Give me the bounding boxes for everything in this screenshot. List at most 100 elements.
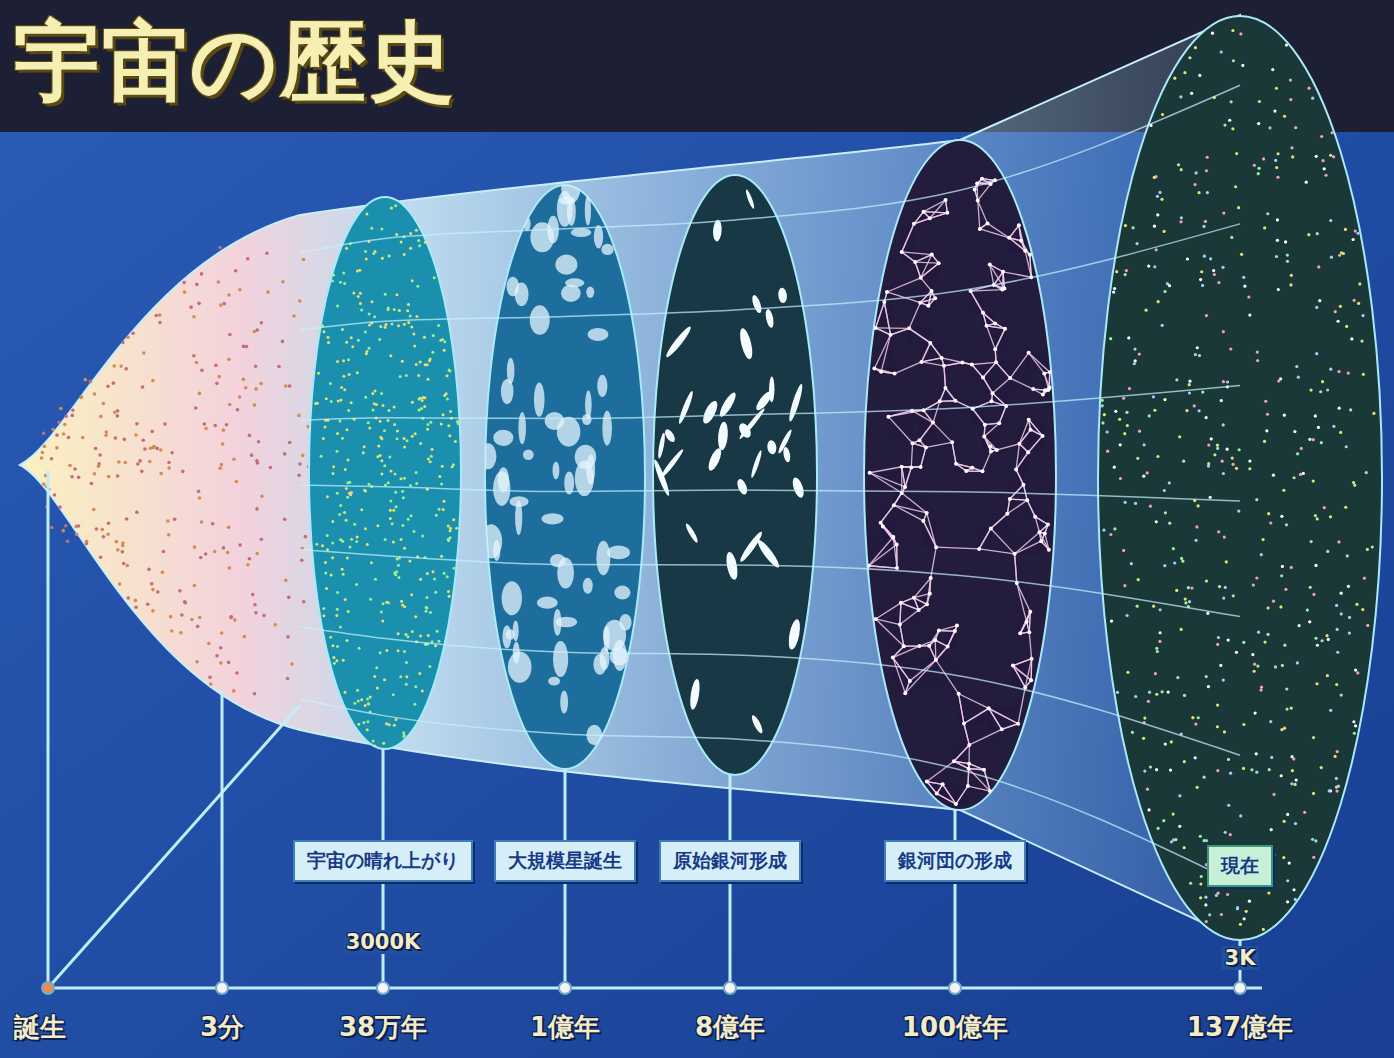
- photon-dot: [365, 350, 368, 353]
- protogalaxy: [657, 432, 666, 459]
- galaxy-dot: [1134, 359, 1137, 362]
- photon-dot: [342, 659, 345, 662]
- photon-dot: [368, 347, 371, 350]
- early-particles: [40, 246, 311, 696]
- particle: [99, 555, 103, 559]
- galaxy-dot: [1114, 410, 1117, 413]
- photon-dot: [405, 661, 408, 664]
- photon-dot: [350, 401, 353, 404]
- galaxy-dot: [1135, 242, 1138, 245]
- filament: [904, 645, 920, 646]
- filament: [983, 377, 993, 393]
- galaxy-dot: [1348, 632, 1351, 635]
- photon-dot: [366, 543, 369, 546]
- galaxy-dot: [1285, 707, 1288, 710]
- photon-dot: [401, 524, 404, 527]
- star-blob: [513, 620, 519, 641]
- particle: [265, 251, 269, 255]
- particle: [260, 494, 264, 498]
- particle: [228, 403, 232, 407]
- photon-dot: [364, 250, 367, 253]
- particle: [178, 589, 182, 593]
- particle: [198, 616, 202, 620]
- photon-dot: [421, 399, 424, 402]
- galaxy-dot: [1319, 390, 1322, 393]
- particle: [243, 635, 247, 639]
- filament: [927, 513, 936, 547]
- cluster-knot: [995, 448, 999, 452]
- photon-dot: [373, 744, 376, 747]
- photon-dot: [345, 487, 348, 490]
- galaxy-dot: [1255, 752, 1258, 755]
- filament: [982, 452, 990, 472]
- galaxy-dot: [1224, 586, 1227, 589]
- galaxy-dot: [1178, 794, 1181, 797]
- particle: [136, 462, 140, 466]
- photon-dot: [408, 559, 411, 562]
- cluster-knot: [943, 386, 947, 390]
- galaxy-dot: [1201, 390, 1204, 393]
- galaxy-dot: [1222, 380, 1225, 383]
- photon-dot: [357, 723, 360, 726]
- filament: [983, 362, 996, 377]
- protogalaxy: [769, 376, 775, 402]
- photon-dot: [351, 345, 354, 348]
- galaxy-dot: [1168, 522, 1171, 525]
- cluster-knot: [1017, 442, 1021, 446]
- particle: [106, 532, 110, 536]
- galaxy-dot: [1239, 814, 1242, 817]
- particle: [244, 386, 248, 390]
- filament: [996, 362, 1010, 378]
- photon-dot: [331, 556, 334, 559]
- galaxy-dot: [1180, 168, 1183, 171]
- galaxy-dot: [1179, 220, 1182, 223]
- galaxy-dot: [1290, 146, 1293, 149]
- photon-dot: [348, 373, 351, 376]
- star-blob: [534, 383, 545, 417]
- photon-dot: [453, 567, 456, 570]
- galaxy-dot: [1132, 226, 1135, 229]
- particle: [248, 557, 252, 561]
- galaxy-dot: [1195, 525, 1198, 528]
- particle: [255, 328, 259, 332]
- photon-dot: [364, 527, 367, 530]
- epoch-slices: [309, 16, 1382, 940]
- photon-dot: [407, 321, 410, 324]
- galaxy-dot: [1323, 167, 1326, 170]
- filament: [922, 358, 942, 362]
- photon-dot: [375, 666, 378, 669]
- guide-line: [300, 386, 1240, 421]
- particle: [151, 588, 155, 592]
- photon-dot: [343, 282, 346, 285]
- filament: [971, 290, 1003, 292]
- filament: [1013, 659, 1032, 666]
- galaxy-dot: [1223, 124, 1226, 127]
- galaxy-dot: [1311, 838, 1314, 841]
- photon-dot: [379, 420, 382, 423]
- galaxy-dot: [1217, 636, 1220, 639]
- galaxy-dot: [1176, 676, 1179, 679]
- filament: [924, 410, 933, 422]
- protogalaxy: [791, 476, 806, 499]
- filament: [1025, 659, 1031, 688]
- filament: [1015, 554, 1017, 583]
- photon-dot: [322, 607, 325, 610]
- galaxy-dot: [1222, 679, 1225, 682]
- photon-dot: [441, 413, 444, 416]
- filament: [964, 708, 989, 723]
- particle: [42, 432, 46, 436]
- filament: [954, 761, 969, 768]
- photon-dot: [356, 371, 359, 374]
- particle: [181, 470, 185, 474]
- cluster-knot: [1030, 657, 1034, 661]
- filament: [1028, 436, 1042, 452]
- galaxy-dot: [1272, 793, 1275, 796]
- photon-dot: [365, 212, 368, 215]
- particle: [152, 445, 156, 449]
- particle: [41, 451, 45, 455]
- galaxy-dot: [1232, 594, 1235, 597]
- filament: [900, 610, 919, 625]
- protogalaxy: [777, 428, 794, 454]
- galaxy-dot: [1148, 691, 1151, 694]
- galaxy-dot: [1130, 562, 1133, 565]
